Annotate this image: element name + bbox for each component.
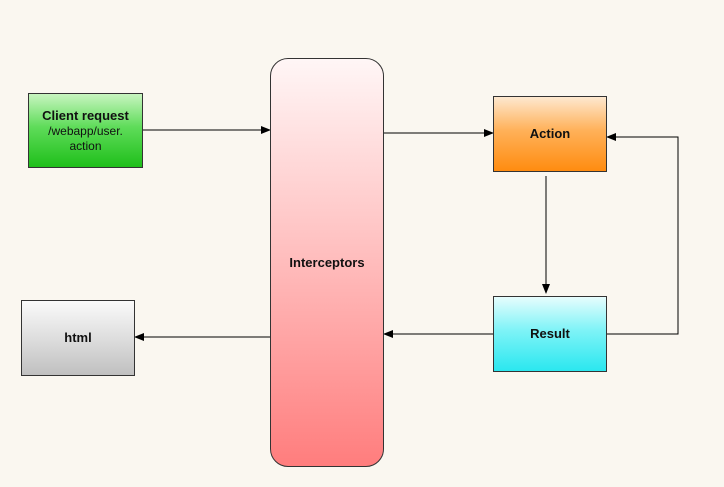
interceptors-title: Interceptors [289, 254, 365, 270]
client-request-title: Client request [42, 107, 129, 123]
client-request-path-line1: /webapp/user. [48, 123, 123, 138]
action-node: Action [493, 96, 607, 172]
interceptors-node: Interceptors [270, 58, 384, 467]
html-title: html [64, 330, 92, 345]
result-node: Result [493, 296, 607, 372]
client-request-node: Client request /webapp/user. action [28, 93, 143, 168]
html-node: html [21, 300, 135, 376]
result-title: Result [530, 326, 570, 341]
action-title: Action [529, 126, 571, 141]
edge-result-to-action [606, 133, 679, 335]
client-request-path-line2: action [69, 138, 102, 153]
